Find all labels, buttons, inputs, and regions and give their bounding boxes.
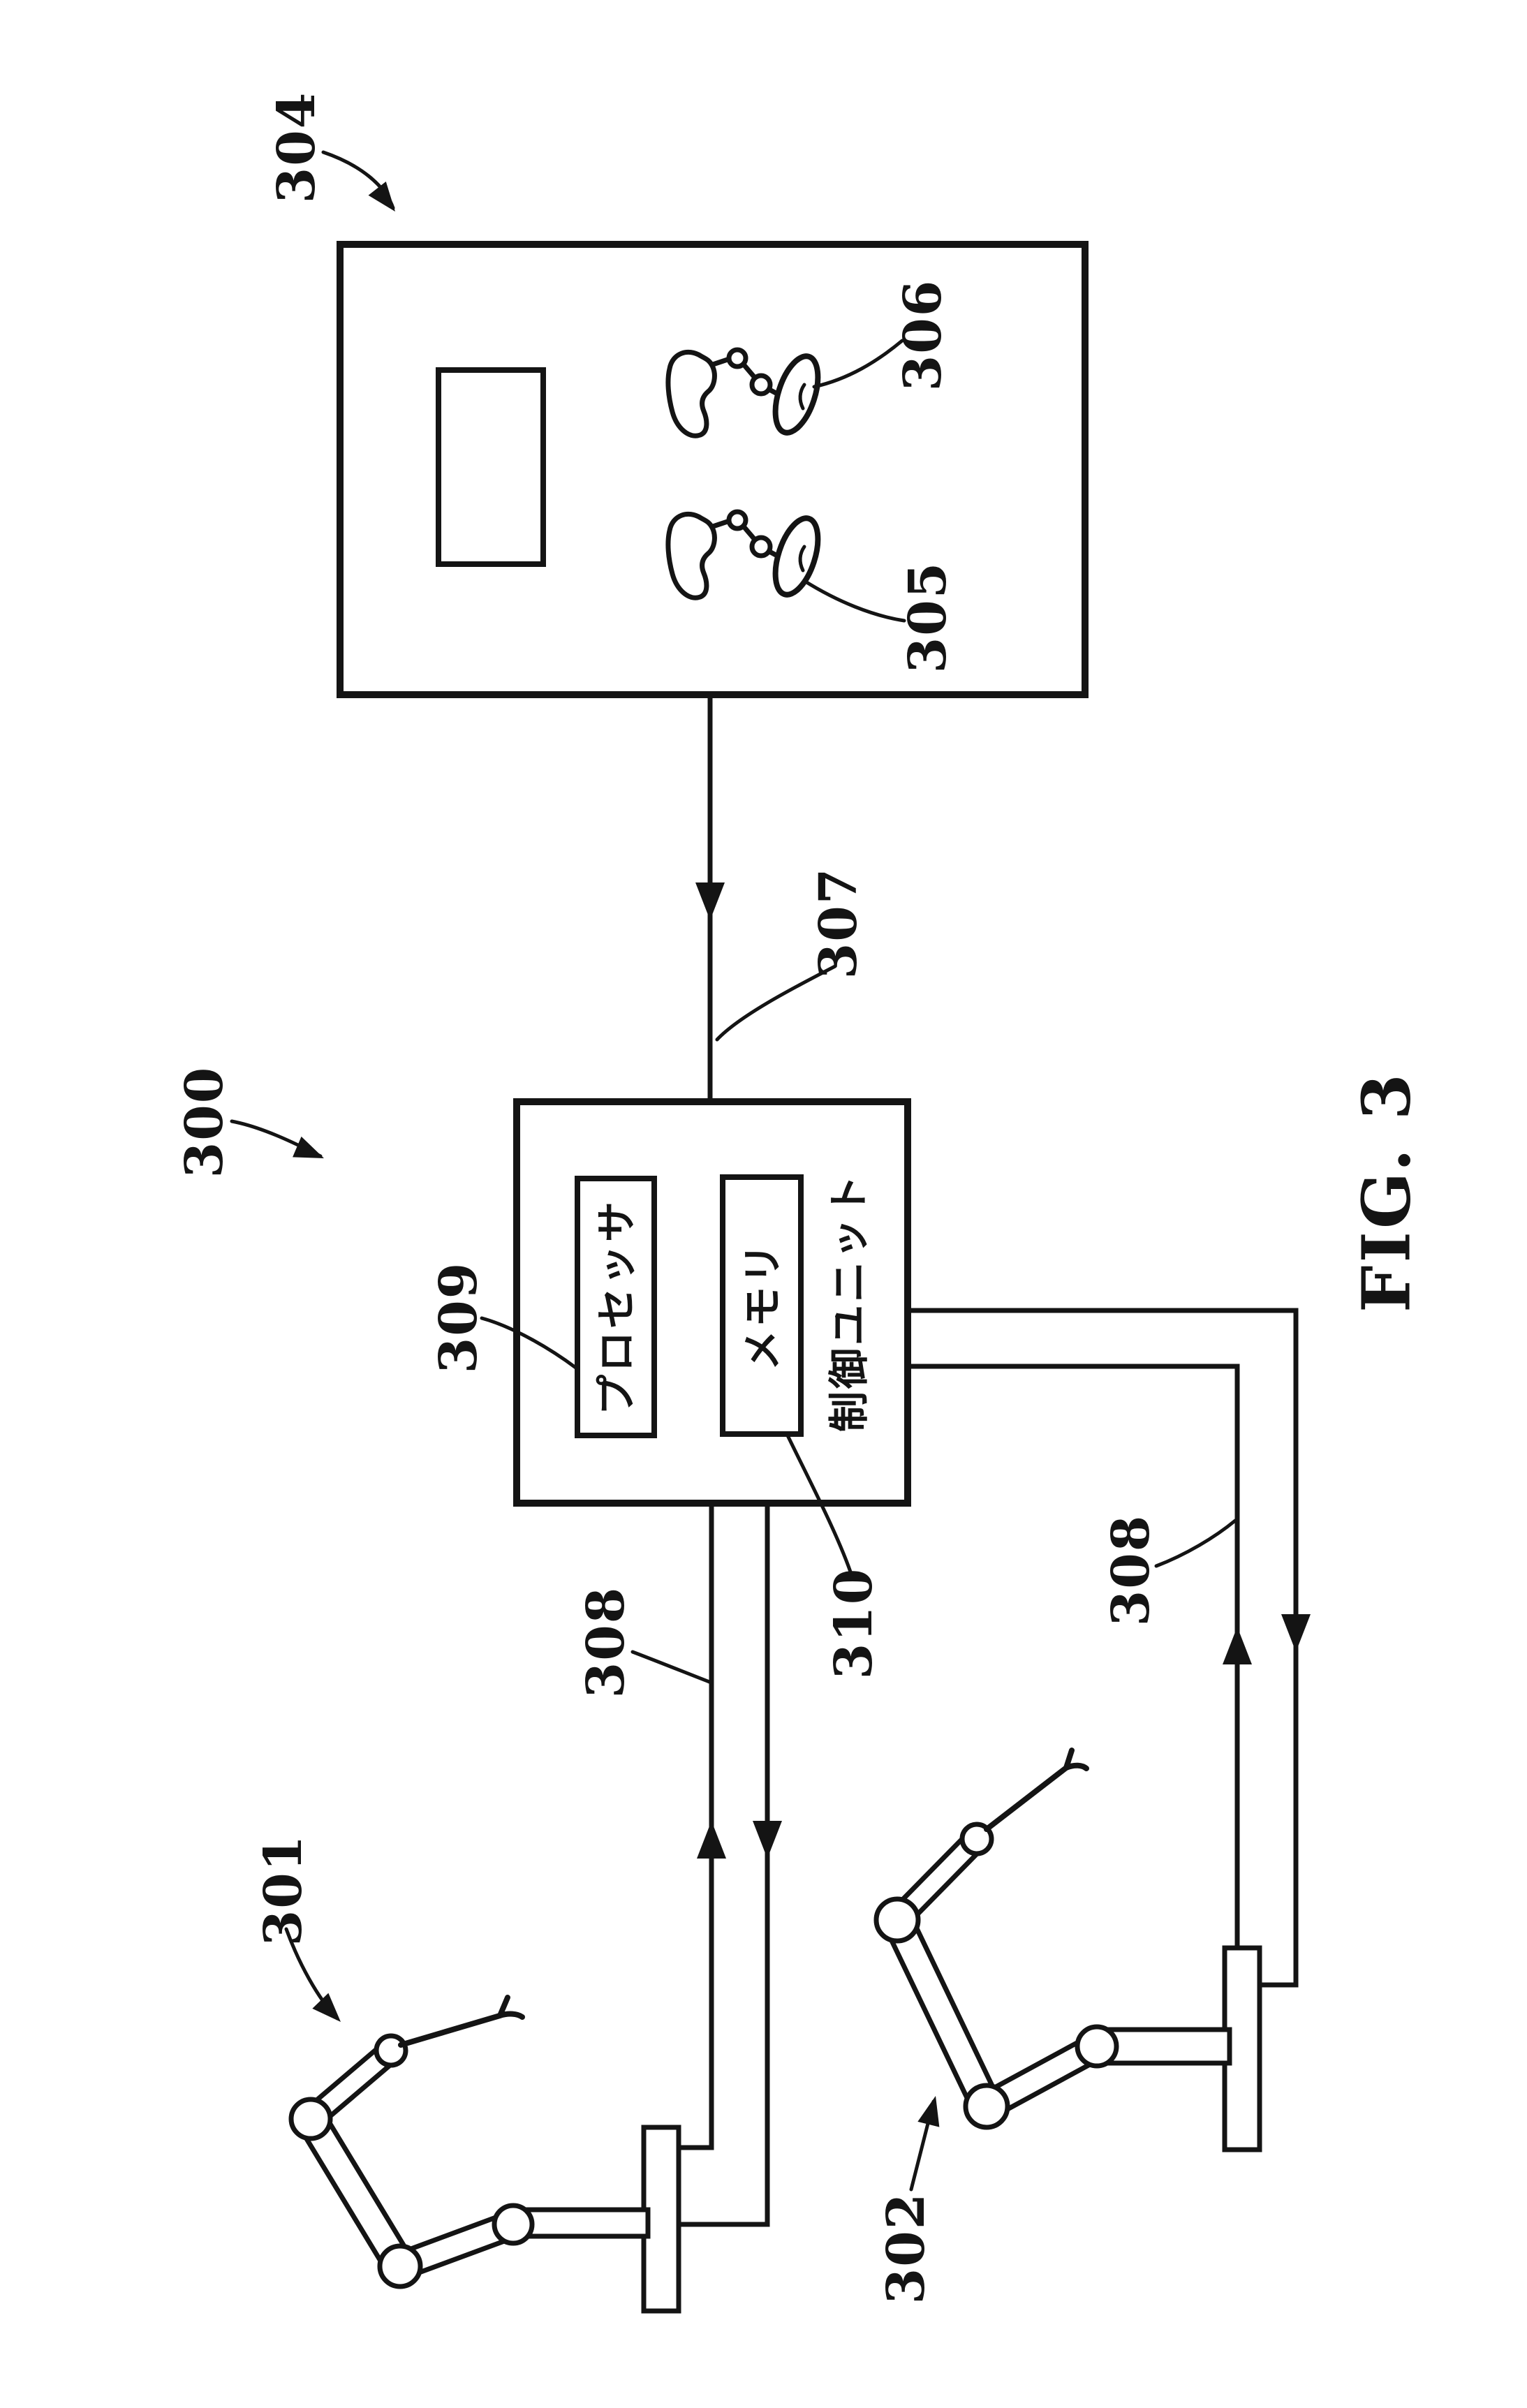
label-left-arm-line: 308 xyxy=(576,1586,636,1698)
robot-arm-302-group xyxy=(876,1750,1260,2150)
label-robot-left: 301 xyxy=(253,1834,313,1946)
robot-302-joint xyxy=(966,2085,1008,2127)
display-screen xyxy=(438,370,543,564)
label-grip-upper: 306 xyxy=(893,279,953,391)
processor-text: プロセッサ xyxy=(593,1199,640,1415)
leader-right-arm-line xyxy=(1156,1521,1235,1566)
label-memory: 310 xyxy=(824,1567,884,1679)
robot-301-instrument-shaft xyxy=(401,2016,500,2045)
robot-302-joint xyxy=(1077,2027,1116,2066)
label-processor: 309 xyxy=(429,1262,489,1373)
robot-301-joint xyxy=(494,2206,532,2243)
robot-301-joint xyxy=(291,2099,330,2139)
robot-302-link-2 xyxy=(885,1914,999,2112)
robot-302-joint xyxy=(876,1899,918,1941)
leader-console-line xyxy=(717,966,835,1040)
label-grip-lower: 305 xyxy=(898,561,958,673)
arrowhead-system xyxy=(293,1137,328,1169)
control-unit-title: 制御ユニット xyxy=(825,1172,873,1432)
label-right-arm-line: 308 xyxy=(1101,1514,1161,1626)
leader-left-arm-line xyxy=(633,1652,709,1682)
label-console-line: 307 xyxy=(809,867,869,979)
arrowhead-robot-right xyxy=(917,2093,946,2127)
label-console: 304 xyxy=(267,91,327,203)
arrowhead-down-308-right xyxy=(1281,1614,1311,1652)
arrowhead-console xyxy=(369,182,404,219)
robot-301-instrument-tip xyxy=(500,1997,522,2017)
arrowhead-robot-left xyxy=(312,1993,348,2030)
arrowhead-up-308-left xyxy=(697,1821,726,1859)
control-to-robot301-line-up xyxy=(679,1503,711,2148)
robot-302-instrument-tip xyxy=(1066,1750,1086,1768)
label-robot-right: 302 xyxy=(876,2192,936,2304)
robot-arm-301-group xyxy=(291,1997,679,2311)
arrowhead-down-307 xyxy=(695,882,725,920)
arrowhead-up-308-right xyxy=(1223,1627,1252,1664)
figure-caption: FIG. 3 xyxy=(1348,1071,1426,1313)
label-system: 300 xyxy=(175,1066,235,1178)
arrowhead-down-308-left xyxy=(753,1821,782,1859)
memory-text: メモリ xyxy=(739,1241,786,1371)
robot-301-joint xyxy=(376,2036,406,2065)
control-to-robot301-line-down xyxy=(679,1503,767,2224)
robot-302-instrument-shaft xyxy=(987,1768,1066,1829)
robot-301-joint xyxy=(380,2246,420,2287)
